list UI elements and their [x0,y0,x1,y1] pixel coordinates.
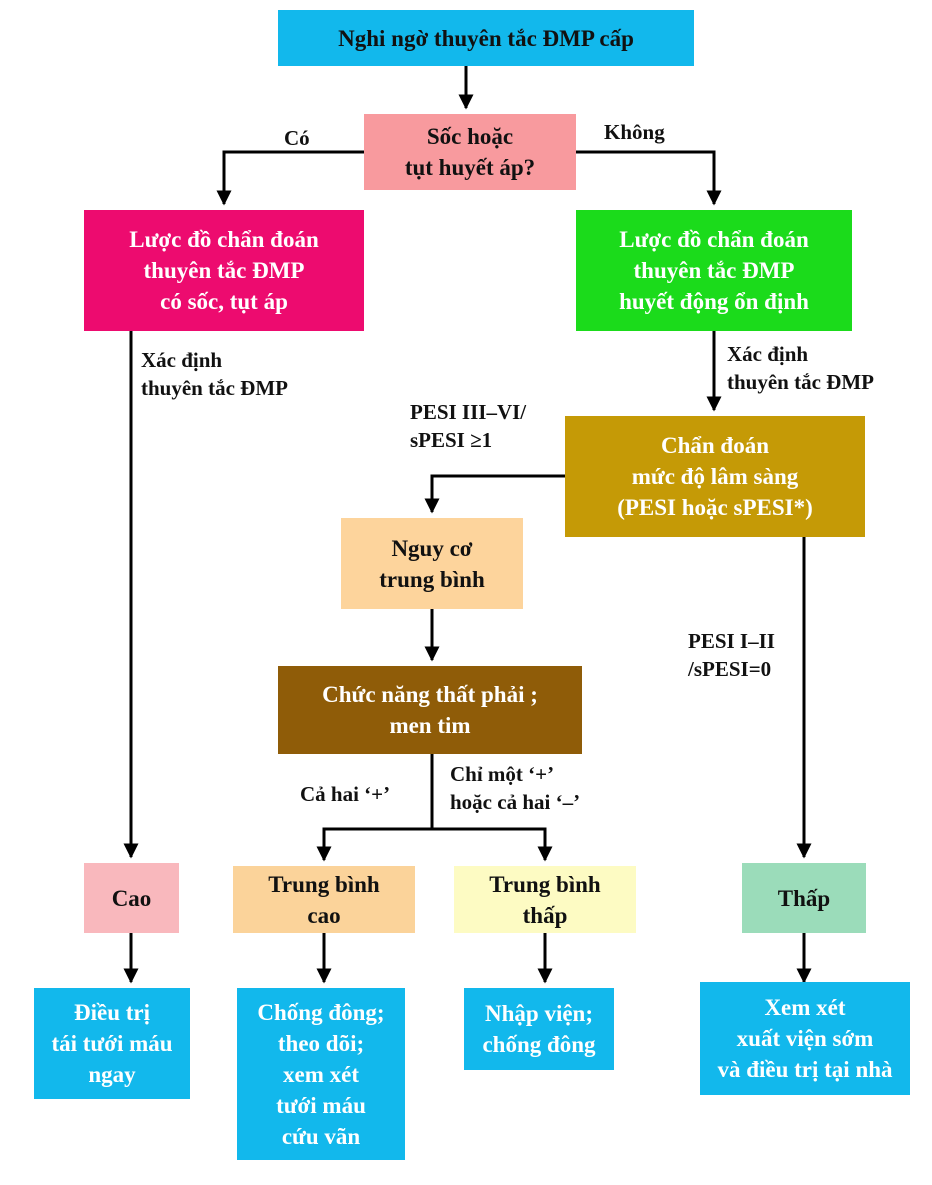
label-one-positive: Chỉ một ‘+’ hoặc cả hai ‘–’ [450,760,580,816]
label-no: Không [604,120,665,144]
int-low-line-1: Trung bình [489,871,601,897]
label-pesi-high: PESI III–VI/ sPESI ≥1 [410,398,526,454]
low-risk-box: Thấp [742,863,866,933]
arrow-rv-to-int-low [432,827,553,862]
rv-line-2: men tim [389,713,471,738]
high-text: Cao [111,885,152,911]
treat-int-low-box: Nhập viện; chống đông [464,988,614,1070]
confirm-left-line-1: Xác định [141,348,223,372]
one-positive-line-2: hoặc cả hai ‘–’ [450,790,581,814]
rv-function-box: Chức năng thất phải ; men tim [278,666,582,754]
treat-int-high-line-3: xem xét [283,1061,359,1087]
treat-high-line-1: Điều trị [73,1000,150,1025]
confirm-right-line-2: thuyên tắc ĐMP [727,370,874,394]
label-confirm-right: Xác định thuyên tắc ĐMP [727,340,874,396]
one-positive-line-1: Chỉ một ‘+’ [450,762,555,786]
rv-line-1: Chức năng thất phải ; [322,682,538,707]
intermediate-line-2: trung bình [379,566,485,592]
treat-high-line-3: ngay [88,1062,136,1087]
start-text: Nghi ngờ thuyên tắc ĐMP cấp [338,25,634,51]
treat-high-line-2: tái tưới máu [51,1031,173,1056]
label-both-positive: Cả hai ‘+’ [300,782,391,806]
left-pathway-line-2: thuyên tắc ĐMP [143,258,305,283]
intermediate-high-box: Trung bình cao [233,866,415,933]
right-pathway-line-1: Lược đồ chẩn đoán [619,227,809,252]
intermediate-line-1: Nguy cơ [391,535,473,561]
start-box: Nghi ngờ thuyên tắc ĐMP cấp [278,10,694,66]
arrow-shock-no [576,150,722,206]
treat-high-box: Điều trị tái tưới máu ngay [34,988,190,1099]
clinical-line-3: (PESI hoặc sPESI*) [617,495,813,520]
treat-int-low-line-2: chống đông [482,1032,596,1057]
clinical-line-2: mức độ lâm sàng [631,464,799,489]
treat-int-high-box: Chống đông; theo dõi; xem xét tưới máu c… [237,988,405,1160]
shock-pathway-box: Lược đồ chẩn đoán thuyên tắc ĐMP có sốc,… [84,210,364,331]
treat-low-line-3: và điều trị tại nhà [717,1057,893,1082]
high-risk-box: Cao [84,863,179,933]
treat-low-line-1: Xem xét [764,995,846,1020]
int-high-line-1: Trung bình [268,871,380,897]
arrow-rv-to-int-high [316,827,432,862]
shock-question-box: Sốc hoặc tụt huyết áp? [364,114,576,190]
label-yes: Có [284,126,310,150]
label-pesi-low: PESI I–II /sPESI=0 [688,627,775,683]
treat-int-high-line-1: Chống đông; [257,999,385,1025]
right-pathway-line-2: thuyên tắc ĐMP [633,258,795,283]
clinical-assessment-box: Chẩn đoán mức độ lâm sàng (PESI hoặc sPE… [565,416,865,537]
treat-low-box: Xem xét xuất viện sớm và điều trị tại nh… [700,982,910,1095]
label-confirm-left: Xác định thuyên tắc ĐMP [141,346,288,402]
right-pathway-line-3: huyết động ổn định [619,289,809,314]
pesi-high-line-1: PESI III–VI/ [410,400,527,424]
treat-int-high-line-5: cứu vãn [281,1123,361,1149]
intermediate-low-box: Trung bình thấp [454,866,636,933]
stable-pathway-box: Lược đồ chẩn đoán thuyên tắc ĐMP huyết đ… [576,210,852,331]
pesi-high-line-2: sPESI ≥1 [410,428,493,452]
shock-line-2: tụt huyết áp? [404,155,536,180]
arrow-shock-yes [216,150,364,206]
treat-int-low-line-1: Nhập viện; [485,1001,593,1026]
arrow-clinical-to-intermediate [424,474,565,514]
left-pathway-line-3: có sốc, tụt áp [160,289,288,314]
clinical-line-1: Chẩn đoán [660,433,770,458]
pesi-low-line-2: /sPESI=0 [688,657,772,681]
treat-int-high-line-4: tưới máu [276,1092,366,1118]
pesi-low-line-1: PESI I–II [688,629,775,653]
low-text: Thấp [777,885,831,911]
int-low-line-2: thấp [522,902,568,928]
confirm-left-line-2: thuyên tắc ĐMP [141,376,288,400]
shock-line-1: Sốc hoặc [426,124,514,149]
intermediate-risk-box: Nguy cơ trung bình [341,518,523,609]
treat-int-high-line-2: theo dõi; [277,1030,365,1056]
left-pathway-line-1: Lược đồ chẩn đoán [129,227,319,252]
int-high-line-2: cao [307,902,341,928]
confirm-right-line-1: Xác định [727,342,809,366]
treat-low-line-2: xuất viện sớm [736,1026,874,1051]
